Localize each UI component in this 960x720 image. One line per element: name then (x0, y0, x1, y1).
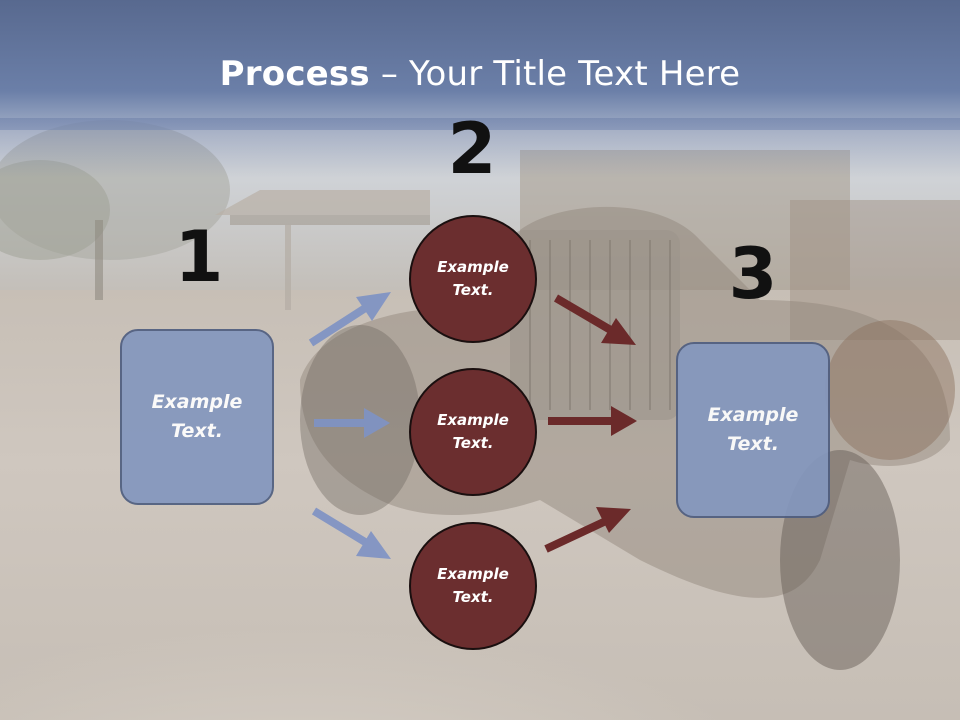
red-arrow-top (553, 294, 636, 345)
red-arrow-middle (548, 406, 637, 436)
step-number-2: 2 (447, 108, 497, 190)
blue-arrow-middle (314, 408, 390, 438)
red-arrow-bottom (544, 507, 631, 553)
title-band-fade (0, 118, 960, 178)
circle-top-text: Example Text. (437, 258, 509, 299)
title-band (0, 0, 960, 130)
blue-arrow-bottom (311, 507, 391, 559)
left-box: Example Text. (120, 329, 274, 505)
blue-arrow-top (308, 292, 391, 347)
right-box-text: Example Text. (707, 404, 799, 455)
left-box-text: Example Text. (151, 391, 243, 442)
circle-middle-text: Example Text. (437, 411, 509, 452)
step-number-1: 1 (174, 216, 224, 298)
slide-title-separator: – (369, 54, 410, 94)
slide-title-rest: Your Title Text Here (409, 54, 741, 94)
circle-bottom: Example Text. (409, 522, 537, 650)
circle-top: Example Text. (409, 215, 537, 343)
step-number-3: 3 (728, 233, 778, 315)
circle-bottom-text: Example Text. (437, 565, 509, 606)
slide-title: Process – Your Title Text Here (0, 54, 960, 94)
circle-middle: Example Text. (409, 368, 537, 496)
right-box: Example Text. (676, 342, 830, 518)
slide-title-bold: Process (219, 54, 370, 94)
